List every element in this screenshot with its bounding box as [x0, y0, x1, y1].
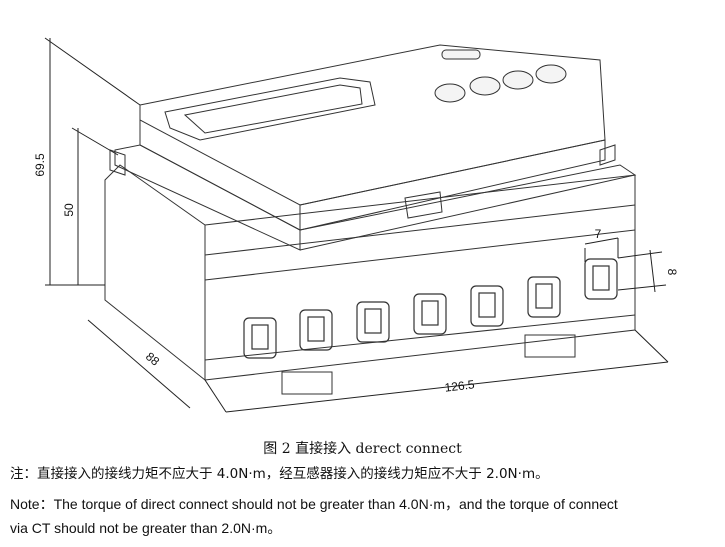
- button-1: [434, 83, 466, 103]
- note-en-line2: via CT should not be greater than 2.0N·m…: [10, 520, 282, 536]
- bottom-clip-left: [281, 371, 333, 395]
- dim-width: 126.5: [444, 377, 476, 394]
- button-4: [535, 64, 567, 84]
- figure-caption: 图 2 直接接入 derect connect: [263, 441, 462, 457]
- meter-drawing: 69.5 50 88 126.5 7 8: [33, 37, 679, 413]
- terminal-1: [243, 317, 277, 359]
- note-en-line1: Note：The torque of direct connect should…: [10, 496, 618, 512]
- lower-body: [104, 164, 206, 382]
- comm-port: [441, 49, 481, 60]
- dim-height-body: 50: [62, 203, 76, 217]
- dim-terminal-width: 7: [595, 227, 602, 241]
- dim-height-total: 69.5: [33, 153, 47, 177]
- display-window: [164, 77, 376, 141]
- dim-depth: 88: [143, 349, 162, 369]
- terminal-5: [470, 285, 504, 327]
- terminal-3: [356, 301, 390, 343]
- dim-terminal-height: 8: [665, 269, 679, 276]
- terminal-2: [299, 309, 333, 351]
- terminal-7: [584, 258, 618, 300]
- bottom-clip-right: [524, 334, 576, 358]
- terminal-4: [413, 293, 447, 335]
- button-3: [502, 70, 534, 90]
- button-2: [469, 76, 501, 96]
- terminal-6: [527, 276, 561, 318]
- top-cover: [139, 44, 606, 206]
- note-cn: 注：直接接入的接线力矩不应大于 4.0N·m，经互感器接入的接线力矩应不大于 2…: [10, 466, 549, 482]
